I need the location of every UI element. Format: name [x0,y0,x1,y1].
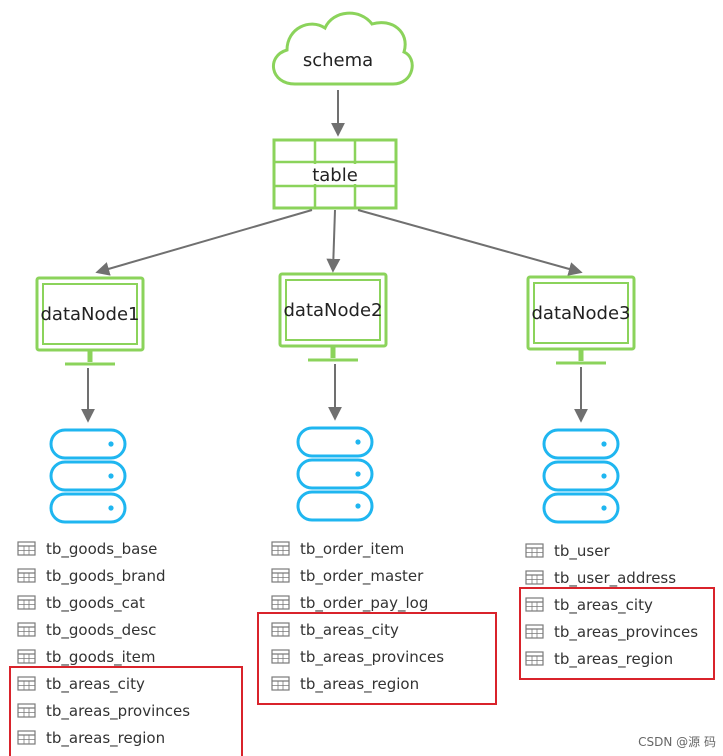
schema-cloud: schema [271,11,414,86]
table-list-item: tb_areas_region [17,729,165,748]
table-name: tb_areas_city [554,596,653,615]
table-name: tb_areas_provinces [554,623,698,642]
table-icon [17,541,36,556]
table-list-item: tb_areas_city [525,596,653,615]
table-list: tb_order_item tb_order_master tb_order_pay… [271,540,444,694]
table-list-item: tb_areas_region [271,675,419,694]
table-list-item: tb_order_master [271,567,424,586]
table-list-item: tb_goods_base [17,540,157,559]
table-list: tb_goods_base tb_goods_brand tb_goods_catt… [17,540,190,748]
table-icon [17,622,36,637]
database-icon [296,426,374,522]
table-icon [17,730,36,745]
table-icon [271,568,290,583]
table-list-item: tb_goods_cat [17,594,145,613]
table-name: tb_goods_item [46,648,156,667]
table-name: tb_goods_desc [46,621,156,640]
data-node-3: dataNode3 tb_user tb_user_address tb_areas_… [519,275,715,680]
table-icon [271,541,290,556]
table-name: tb_order_item [300,540,404,559]
table-list-item: tb_order_pay_log [271,594,428,613]
table-icon [525,543,544,558]
data-node-label: dataNode3 [532,303,631,324]
shared-tables-highlight [9,666,243,756]
table-list-item: tb_areas_city [271,621,399,640]
table-list-item: tb_areas_city [17,675,145,694]
shared-tables-highlight [519,587,715,680]
table-icon [271,676,290,691]
table-list-item: tb_user_address [525,569,676,588]
table-icon [17,703,36,718]
table-name: tb_goods_base [46,540,157,559]
table-icon [17,676,36,691]
table-icon [271,622,290,637]
table-icon [17,568,36,583]
table-name: tb_user_address [554,569,676,588]
shared-tables-highlight [257,612,497,705]
data-node-label: dataNode1 [41,304,140,325]
table-icon [17,649,36,664]
schema-label: schema [303,50,373,71]
table-icon [525,570,544,585]
data-node-label: dataNode2 [284,300,383,321]
nodes-layer: dataNode1tb_goods_basetb_goods_brandtb_g… [9,272,715,756]
table-name: tb_order_pay_log [300,594,428,613]
table-list-item: tb_areas_provinces [17,702,190,721]
table-list-item: tb_areas_provinces [525,623,698,642]
table-list: tb_user tb_user_address tb_areas_city tb_ar… [525,542,698,669]
table-icon [271,649,290,664]
arrow-table-to-node1 [95,209,313,276]
table-icon [525,597,544,612]
table-name: tb_order_master [300,567,424,586]
table-name: tb_user [554,542,610,561]
table-label: table [312,165,358,186]
table-list-item: tb_goods_brand [17,567,166,586]
table-list-item: tb_order_item [271,540,404,559]
arrow-table-to-node3 [357,209,583,276]
table-list-item: tb_areas_provinces [271,648,444,667]
table-list-item: tb_user [525,542,610,561]
database-icon [49,428,127,524]
table-name: tb_areas_city [300,621,399,640]
table-icon [525,651,544,666]
arrow-table-to-node2 [326,209,341,273]
table-name: tb_areas_region [300,675,419,694]
table-name: tb_goods_cat [46,594,145,613]
table-name: tb_areas_provinces [46,702,190,721]
table-icon [17,595,36,610]
table-list-item: tb_areas_region [525,650,673,669]
table-name: tb_areas_region [46,729,165,748]
table-list-item: tb_goods_item [17,648,156,667]
database-icon [542,428,620,524]
cloud-shape [271,11,414,86]
table-icon [271,595,290,610]
table-list-item: tb_goods_desc [17,621,156,640]
table-name: tb_areas_city [46,675,145,694]
table-icon [525,624,544,639]
table-name: tb_areas_region [554,650,673,669]
data-node-2: dataNode2tb_order_itemtb_order_mastertb_… [257,272,497,705]
data-node-1: dataNode1tb_goods_basetb_goods_brandtb_g… [9,276,243,756]
table-name: tb_goods_brand [46,567,166,586]
watermark: CSDN @源 码 [638,735,716,749]
table-name: tb_areas_provinces [300,648,444,667]
table-grid: table [272,138,398,210]
